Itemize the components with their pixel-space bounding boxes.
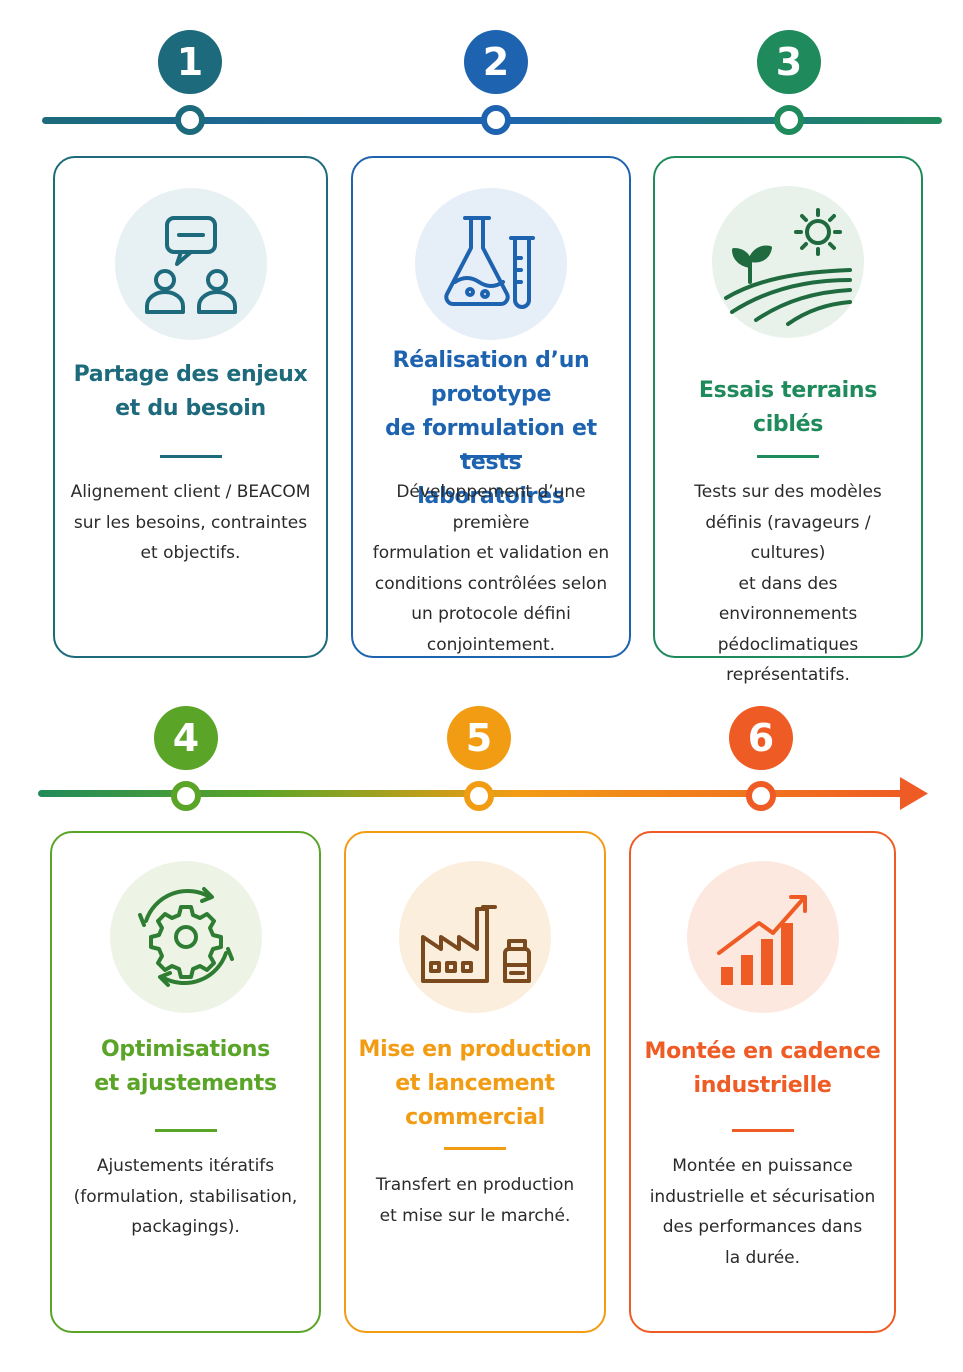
step-1-description: Alignement client / BEACOM sur les besoin… bbox=[69, 477, 312, 569]
step-1-title: Partage des enjeux et du besoin bbox=[63, 358, 318, 426]
step-2-title: Réalisation d’un prototype de formulation… bbox=[361, 344, 621, 514]
step-3-card: Essais terrains ciblés Tests sur des mod… bbox=[653, 156, 923, 685]
growth-chart-icon bbox=[686, 861, 839, 1013]
title-line: commercial bbox=[405, 1105, 545, 1130]
divider bbox=[444, 1147, 506, 1150]
title-line: laboratoires bbox=[417, 484, 565, 509]
description-line: et mise sur le marché. bbox=[379, 1205, 571, 1226]
step-5-node bbox=[464, 781, 494, 811]
description-line: Alignement client / BEACOM bbox=[70, 482, 311, 502]
title-line: Partage des enjeux bbox=[73, 362, 308, 387]
description-line: Transfert en production bbox=[375, 1175, 575, 1195]
gear-cycle-icon bbox=[109, 861, 262, 1013]
timeline-arrow-head bbox=[900, 777, 928, 810]
step-4-title: Optimisations et ajustements bbox=[60, 1033, 311, 1101]
title-line: Optimisations bbox=[101, 1037, 270, 1062]
divider bbox=[731, 1129, 794, 1132]
description-line: Développement d’une première bbox=[396, 482, 586, 533]
title-line: de formulation et tests bbox=[385, 416, 597, 475]
factory-bottle-icon bbox=[399, 861, 551, 1013]
step-6-card: Montée en cadence industrielle Montée en … bbox=[629, 831, 896, 1333]
description-line: packagings). bbox=[131, 1217, 240, 1237]
description-line: sur les besoins, contraintes bbox=[73, 512, 308, 533]
description-line: industrielle et sécurisation bbox=[649, 1186, 876, 1207]
title-line: et du besoin bbox=[115, 396, 266, 421]
title-line: Montée en cadence bbox=[644, 1039, 881, 1064]
step-4-description: Ajustements itératifs (formulation, stabi… bbox=[66, 1151, 305, 1243]
title-line: industrielle bbox=[693, 1073, 832, 1098]
description-line: un protocole défini bbox=[411, 604, 571, 624]
title-line: et ajustements bbox=[94, 1071, 277, 1096]
step-3-description: Tests sur des modèles définis (ravageurs … bbox=[669, 477, 907, 691]
lab-flask-icon bbox=[415, 188, 567, 340]
step-6-description: Montée en puissance industrielle et sécur… bbox=[645, 1151, 880, 1273]
description-line: conditions contrôlées selon bbox=[374, 573, 608, 594]
title-line: Mise en production bbox=[358, 1037, 592, 1062]
step-3-node bbox=[774, 105, 804, 135]
step-5-title: Mise en production et lancement commercial bbox=[354, 1033, 596, 1135]
step-3-badge: 3 bbox=[757, 30, 821, 94]
step-2-card: Réalisation d’un prototype de formulation… bbox=[351, 156, 631, 658]
description-line: Tests sur des modèles bbox=[694, 482, 882, 502]
divider bbox=[460, 455, 522, 458]
step-5-description: Transfert en production et mise sur le ma… bbox=[360, 1170, 590, 1231]
description-line: représentatifs. bbox=[726, 665, 850, 685]
step-4-card: Optimisations et ajustements Ajustements … bbox=[50, 831, 321, 1333]
divider bbox=[159, 455, 222, 458]
step-2-badge: 2 bbox=[464, 30, 528, 94]
description-line: et dans des environnements bbox=[718, 573, 858, 625]
title-line: Réalisation d’un prototype bbox=[392, 348, 590, 407]
step-5-badge: 5 bbox=[447, 706, 511, 770]
description-line: et objectifs. bbox=[140, 543, 241, 563]
description-line: la durée. bbox=[724, 1247, 801, 1268]
step-4-badge: 4 bbox=[154, 706, 218, 770]
field-sun-plant-icon bbox=[712, 186, 864, 338]
step-6-node bbox=[746, 781, 776, 811]
description-line: Montée en puissance bbox=[672, 1156, 853, 1176]
description-line: (formulation, stabilisation, bbox=[73, 1186, 298, 1207]
meeting-people-icon bbox=[114, 188, 267, 340]
step-4-node bbox=[171, 781, 201, 811]
divider bbox=[154, 1129, 217, 1132]
step-1-card: Partage des enjeux et du besoin Alignemen… bbox=[53, 156, 328, 658]
step-6-title: Montée en cadence industrielle bbox=[639, 1035, 886, 1103]
step-3-title: Essais terrains ciblés bbox=[663, 374, 913, 442]
description-line: conjointement. bbox=[426, 634, 556, 655]
step-6-badge: 6 bbox=[729, 706, 793, 770]
description-line: des performances dans bbox=[662, 1217, 863, 1237]
step-5-card: Mise en production et lancement commercial… bbox=[344, 831, 606, 1333]
step-2-description: Développement d’une première formulation … bbox=[367, 477, 615, 660]
title-line: et lancement bbox=[395, 1071, 555, 1096]
step-1-badge: 1 bbox=[158, 30, 222, 94]
description-line: définis (ravageurs / cultures) bbox=[705, 512, 871, 564]
step-1-node bbox=[175, 105, 205, 135]
divider bbox=[757, 455, 819, 458]
title-line: Essais terrains ciblés bbox=[698, 378, 878, 437]
description-line: Ajustements itératifs bbox=[96, 1156, 275, 1176]
description-line: pédoclimatiques bbox=[717, 634, 859, 655]
description-line: formulation et validation en bbox=[372, 543, 610, 563]
step-2-node bbox=[481, 105, 511, 135]
